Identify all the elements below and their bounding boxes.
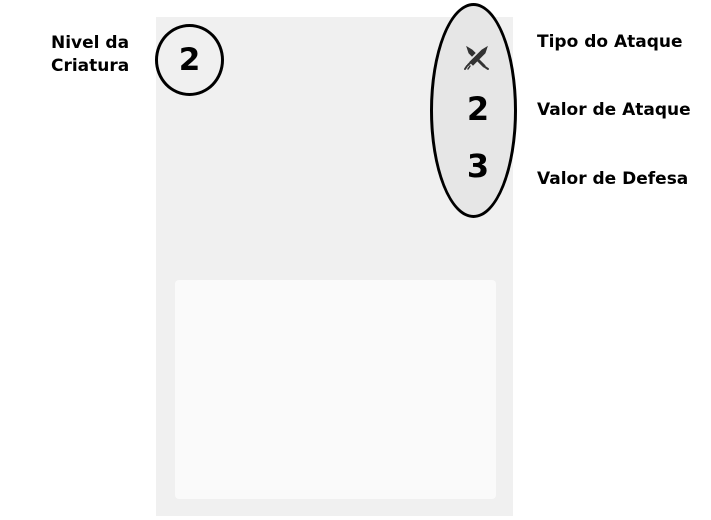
defense-value: 3 <box>466 147 490 185</box>
creature-level-label: Nivel da Criatura <box>51 32 129 78</box>
defense-value-label: Valor de Defesa <box>537 169 689 189</box>
attack-value: 2 <box>466 90 490 128</box>
creature-level-circle: 2 <box>155 24 224 96</box>
creature-level-value: 2 <box>178 41 201 78</box>
creature-level-label-line2: Criatura <box>51 56 130 76</box>
creature-level-label-line1: Nivel da <box>51 33 130 53</box>
attack-type-label: Tipo do Ataque <box>537 32 683 52</box>
crossed-swords-icon <box>464 45 489 70</box>
stats-highlight-oval <box>430 3 517 218</box>
attack-value-label: Valor de Ataque <box>537 100 691 120</box>
card-text-box <box>175 280 496 499</box>
